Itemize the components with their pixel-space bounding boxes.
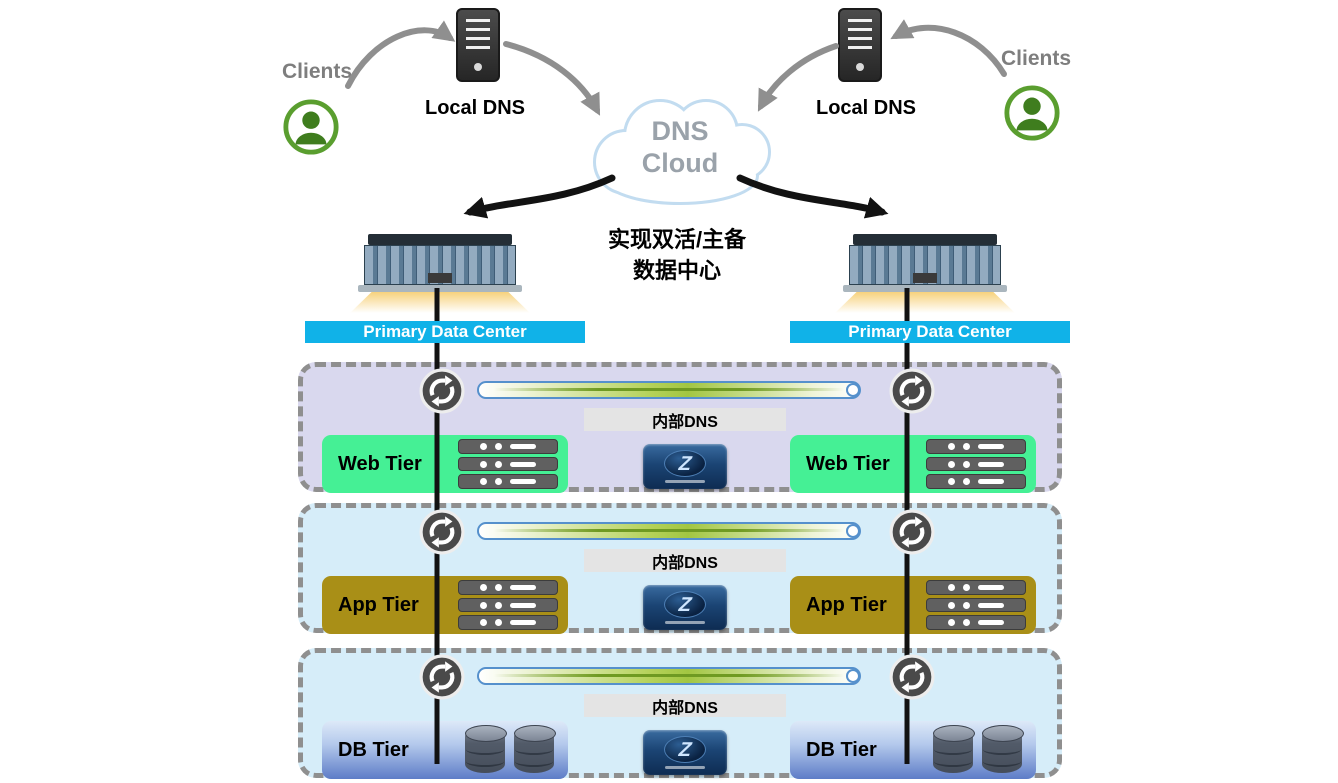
app-tier-box-left: App Tier <box>322 576 568 634</box>
cloud-icon <box>593 99 771 205</box>
replication-bar <box>477 667 861 685</box>
zdns-appliance: Z <box>643 730 727 775</box>
datacenter-left-icon <box>350 234 530 314</box>
local-dns-left-label: Local DNS <box>424 97 526 119</box>
cloud-label-line2: Cloud <box>641 148 719 178</box>
dc-vent <box>913 273 937 283</box>
z-logo-backdrop: Z <box>664 591 706 618</box>
app-tier-section: 内部DNS App Tier Z App Tier <box>298 503 1062 634</box>
local-dns-right-label: Local DNS <box>815 97 917 119</box>
appliance-brand-bar <box>665 766 705 769</box>
dc-vent <box>428 273 452 283</box>
datacenter-right-icon <box>835 234 1015 314</box>
dc-roof <box>368 234 512 245</box>
db-tier-box-right: DB Tier <box>790 721 1036 779</box>
z-logo: Z <box>677 593 693 616</box>
dc-glow <box>350 292 530 313</box>
dc-roof <box>853 234 997 245</box>
replication-bar <box>477 381 861 399</box>
replication-bar <box>477 522 861 540</box>
cloud-label-line1: DNS <box>651 116 709 146</box>
z-logo-backdrop: Z <box>664 450 706 477</box>
server-rack-icon <box>926 580 1026 631</box>
z-logo: Z <box>677 738 693 761</box>
sync-icon <box>419 509 465 555</box>
bar-endcap <box>846 383 860 397</box>
tier-label: DB Tier <box>338 738 409 761</box>
dc-base <box>843 285 1007 292</box>
server-led <box>856 63 864 71</box>
sync-icon <box>889 509 935 555</box>
appliance-brand-bar <box>665 621 705 624</box>
db-tier-section: 内部DNS DB Tier Z DB Tier <box>298 648 1062 779</box>
clients-left-label: Clients <box>281 60 352 83</box>
server-rack-icon <box>458 439 558 490</box>
zdns-appliance: Z <box>643 585 727 630</box>
server-vents <box>466 19 490 55</box>
web-tier-section: 内部DNS Web Tier Z Web Tier <box>298 362 1062 493</box>
sync-icon <box>419 368 465 414</box>
caption-line1: 实现双活/主备 <box>607 227 747 252</box>
bar-endcap <box>846 524 860 538</box>
server-vents <box>848 19 872 55</box>
zdns-appliance: Z <box>643 444 727 489</box>
dc-base <box>358 285 522 292</box>
tier-label: Web Tier <box>338 452 422 475</box>
sync-icon <box>889 368 935 414</box>
primary-datacenter-right-banner: Primary Data Center <box>790 321 1070 343</box>
web-tier-box-left: Web Tier <box>322 435 568 493</box>
primary-datacenter-left-banner: Primary Data Center <box>305 321 585 343</box>
tier-label: Web Tier <box>806 452 890 475</box>
database-cylinders-icon <box>933 725 1024 773</box>
dc-glow <box>835 292 1015 313</box>
local-dns-server-left-icon <box>456 8 500 82</box>
client-person-right-icon <box>1003 84 1061 142</box>
tier-label: DB Tier <box>806 738 877 761</box>
server-rack-icon <box>926 439 1026 490</box>
tier-label: App Tier <box>806 593 887 616</box>
db-tier-box-left: DB Tier <box>322 721 568 779</box>
dns-cloud: DNS Cloud <box>564 90 796 212</box>
z-logo-backdrop: Z <box>664 736 706 763</box>
client-person-left-icon <box>282 98 340 156</box>
sync-icon <box>419 654 465 700</box>
bar-endcap <box>846 669 860 683</box>
caption: 实现双活/主备 数据中心 <box>567 224 787 286</box>
web-tier-box-right: Web Tier <box>790 435 1036 493</box>
appliance-brand-bar <box>665 480 705 483</box>
tier-label: App Tier <box>338 593 419 616</box>
clients-right-label: Clients <box>1000 47 1071 70</box>
database-cylinders-icon <box>465 725 556 773</box>
server-rack-icon <box>458 580 558 631</box>
local-dns-server-right-icon <box>838 8 882 82</box>
server-led <box>474 63 482 71</box>
internal-dns-label: 内部DNS <box>584 549 786 572</box>
z-logo: Z <box>677 452 693 475</box>
sync-icon <box>889 654 935 700</box>
internal-dns-label: 内部DNS <box>584 408 786 431</box>
internal-dns-label: 内部DNS <box>584 694 786 717</box>
caption-line2: 数据中心 <box>632 258 721 283</box>
app-tier-box-right: App Tier <box>790 576 1036 634</box>
